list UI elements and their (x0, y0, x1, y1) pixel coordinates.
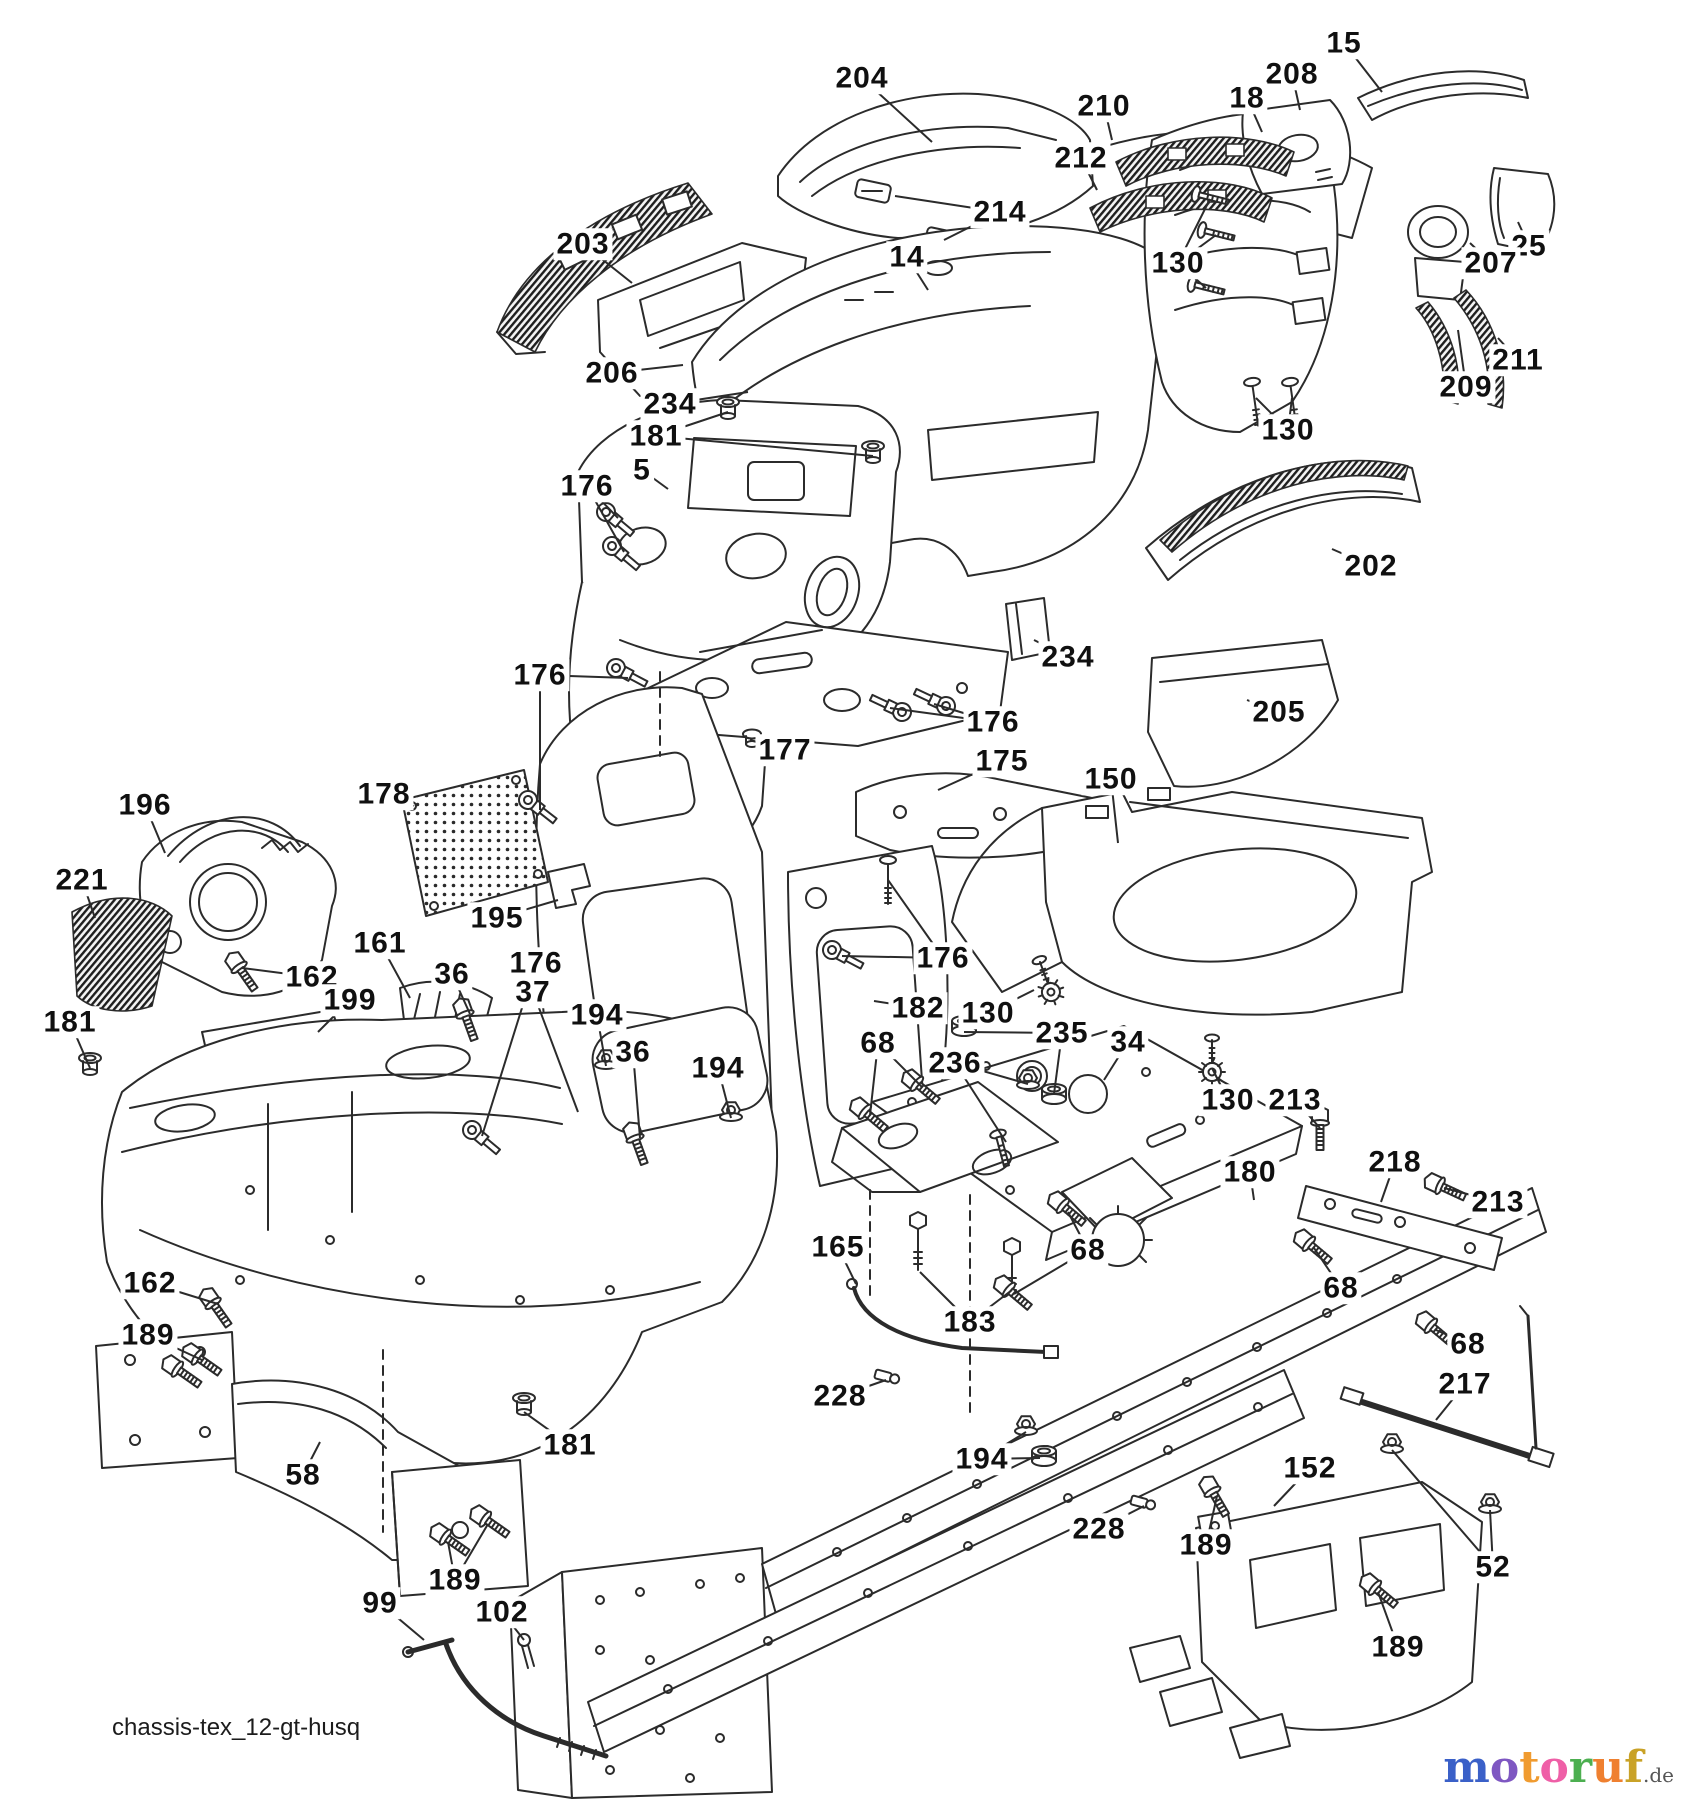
motoruf-letter: o (1539, 1742, 1569, 1793)
motoruf-letter: m (1443, 1742, 1490, 1793)
part-pin-102 (517, 1633, 535, 1669)
part-rear-trim-202 (1145, 459, 1421, 581)
motoruf-logo: motoruf.de (1443, 1746, 1674, 1790)
motoruf-letter: t (1519, 1742, 1540, 1793)
part-bracket-152 (1129, 1481, 1483, 1759)
motoruf-letter: o (1489, 1742, 1520, 1793)
part-rod-217 (1339, 1305, 1555, 1469)
construction-lines (382, 671, 971, 1533)
motoruf-logo-suffix: .de (1643, 1763, 1674, 1787)
part-clip-195 (547, 863, 591, 909)
part-rod-99 (402, 1637, 609, 1760)
part-vent-178 (401, 769, 549, 917)
motoruf-letter: r (1568, 1742, 1593, 1793)
motoruf-logo-letters: motoruf (1443, 1742, 1643, 1793)
part-grille-arcs-210-212 (1089, 136, 1295, 233)
part-headlight-207 (1407, 205, 1469, 301)
motoruf-letter: u (1592, 1742, 1625, 1793)
part-tray-150 (951, 787, 1433, 1016)
motoruf-letter: f (1624, 1742, 1643, 1793)
part-trim-15 (1357, 70, 1529, 121)
part-patch-221 (71, 897, 173, 1012)
part-bar-218 (1297, 1185, 1503, 1271)
part-flap-205 (1147, 639, 1339, 788)
diagram-filename-caption: chassis-tex_12-gt-husq (112, 1714, 361, 1741)
